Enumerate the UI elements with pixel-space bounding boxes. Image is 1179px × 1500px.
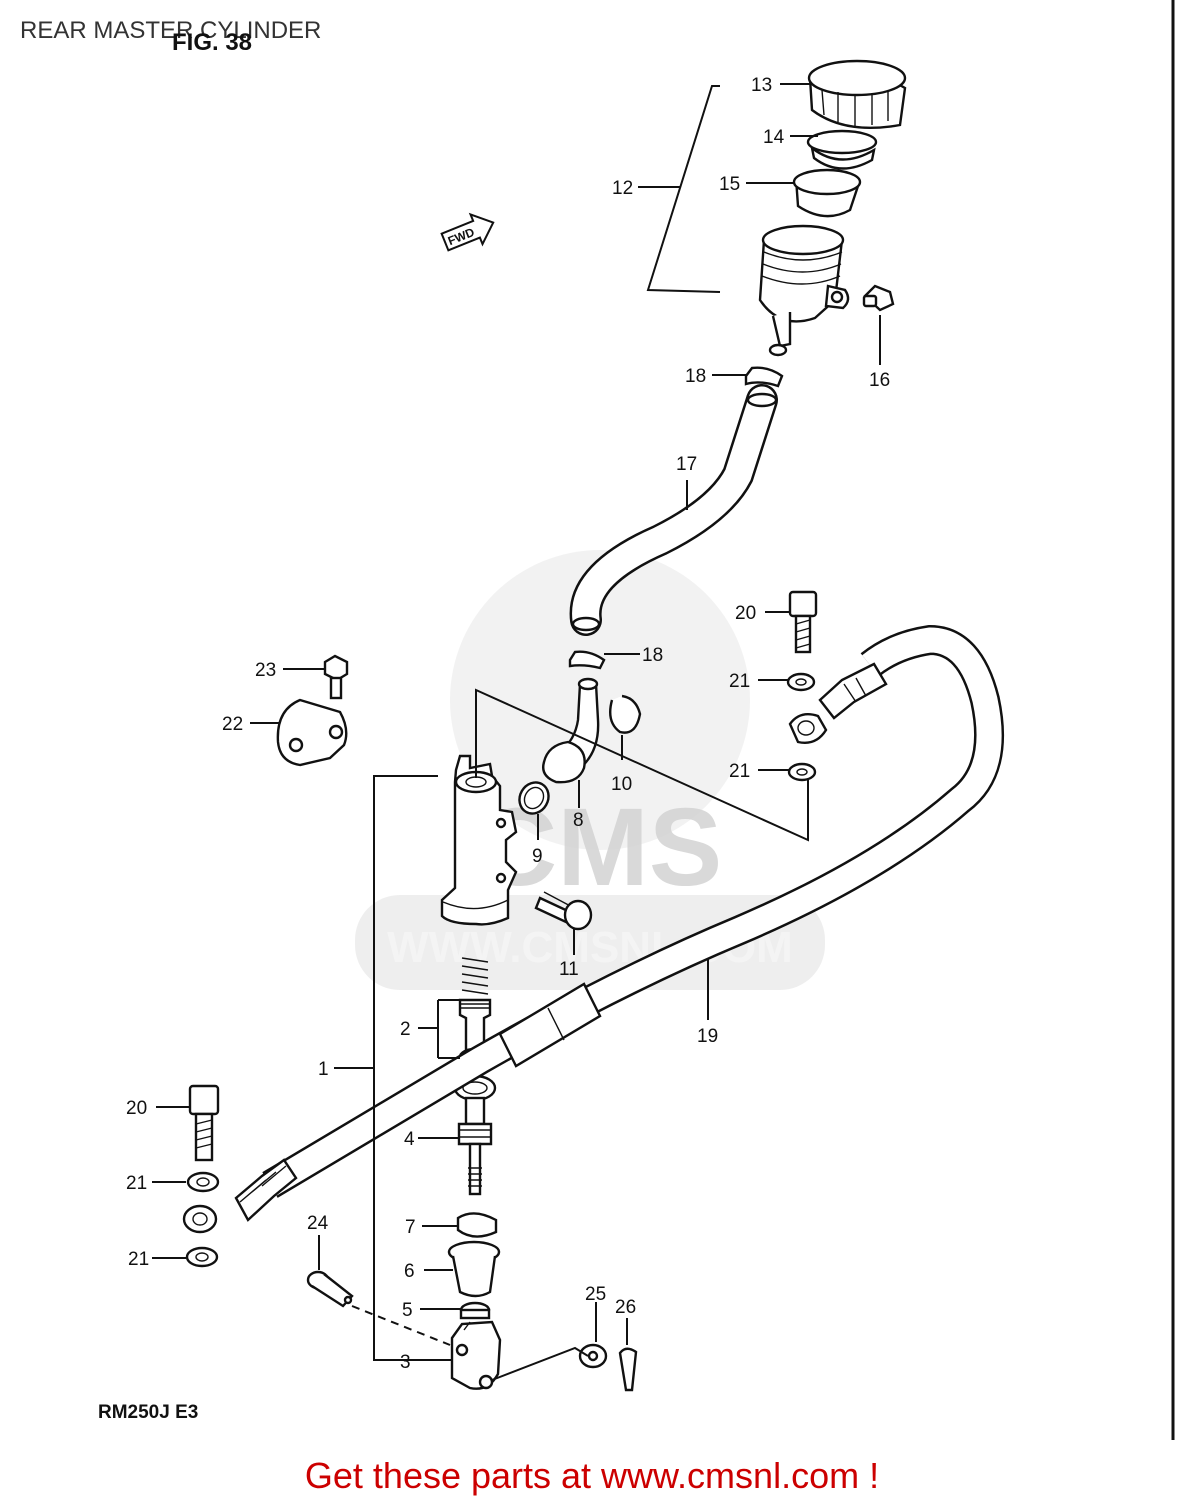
- sealing-washer-upper-1: [786, 672, 816, 692]
- o-ring: [518, 781, 550, 815]
- callout-24: 24: [307, 1213, 329, 1234]
- master-cylinder-body: [440, 754, 518, 926]
- callout-3: 3: [400, 1352, 411, 1373]
- callout-20b: 20: [126, 1098, 147, 1119]
- banjo-bolt-upper: [788, 590, 818, 654]
- hose-connector: [542, 677, 600, 784]
- dust-boot: [447, 1240, 501, 1298]
- circlip: [609, 694, 642, 734]
- callout-21b: 21: [729, 761, 750, 782]
- reservoir-body: [758, 224, 850, 357]
- sealing-washer-lower-2: [185, 1246, 219, 1268]
- callout-6: 6: [404, 1261, 415, 1282]
- callout-5: 5: [402, 1300, 413, 1321]
- callout-labels: 1 2 3 4 5 6 7 8 9 10 11 12 13 14 15 16 1…: [126, 75, 890, 1373]
- reservoir-assembly: [758, 59, 907, 357]
- fwd-arrow-icon: FWD: [440, 212, 495, 252]
- reservoir-cap: [807, 59, 907, 130]
- callout-13: 13: [751, 75, 772, 96]
- callout-8: 8: [573, 810, 584, 831]
- callout-18b: 18: [642, 645, 663, 666]
- cotter-pin: [618, 1347, 638, 1392]
- washer: [578, 1343, 608, 1369]
- callout-1: 1: [318, 1059, 329, 1080]
- callout-9: 9: [532, 846, 543, 867]
- callout-20a: 20: [735, 603, 756, 624]
- reservoir-hose: [569, 384, 778, 636]
- callout-16: 16: [869, 370, 890, 391]
- callout-21d: 21: [128, 1249, 149, 1270]
- callout-4: 4: [404, 1129, 415, 1150]
- callout-2: 2: [400, 1019, 411, 1040]
- clevis-nut: [459, 1301, 491, 1320]
- model-code: RM250J E3: [98, 1402, 198, 1423]
- callout-21a: 21: [729, 671, 750, 692]
- bracket-bolt: [323, 654, 349, 700]
- lock-nut: [456, 1212, 498, 1238]
- callout-7: 7: [405, 1217, 416, 1238]
- sealing-washer-lower-1: [186, 1171, 220, 1193]
- callout-22: 22: [222, 714, 243, 735]
- callout-25: 25: [585, 1284, 606, 1305]
- page-title: REAR MASTER CYLINDER: [20, 17, 321, 44]
- clevis: [450, 1320, 502, 1390]
- callout-26: 26: [615, 1297, 636, 1318]
- diaphragm: [792, 168, 862, 218]
- figure-number: FIG. 38: [172, 29, 252, 56]
- callout-23: 23: [255, 660, 276, 681]
- callout-10: 10: [611, 774, 632, 795]
- banjo-bolt-lower: [188, 1084, 220, 1162]
- reservoir-screw: [862, 284, 895, 312]
- callout-15: 15: [719, 174, 740, 195]
- hose-clamp-lower: [568, 650, 606, 670]
- leader-lines: [152, 83, 881, 1381]
- sealing-washer-upper-2: [787, 762, 817, 782]
- clevis-pin: [306, 1270, 354, 1308]
- cap-plate: [806, 129, 878, 170]
- piston-spring: [461, 957, 489, 995]
- callout-19: 19: [697, 1026, 718, 1047]
- brake-hose: [182, 624, 1005, 1234]
- callout-12: 12: [612, 178, 633, 199]
- callout-11: 11: [559, 959, 579, 980]
- hose-clamp-top: [744, 366, 784, 388]
- push-rod: [453, 1074, 497, 1196]
- mounting-bracket: [276, 698, 348, 767]
- watermark-brand: CMS: [478, 786, 722, 909]
- callout-18a: 18: [685, 366, 706, 387]
- callout-21c: 21: [126, 1173, 147, 1194]
- callout-14: 14: [763, 127, 785, 148]
- connector-screw: [534, 891, 593, 931]
- footer-cta[interactable]: Get these parts at www.cmsnl.com !: [305, 1455, 879, 1496]
- callout-17: 17: [676, 454, 697, 475]
